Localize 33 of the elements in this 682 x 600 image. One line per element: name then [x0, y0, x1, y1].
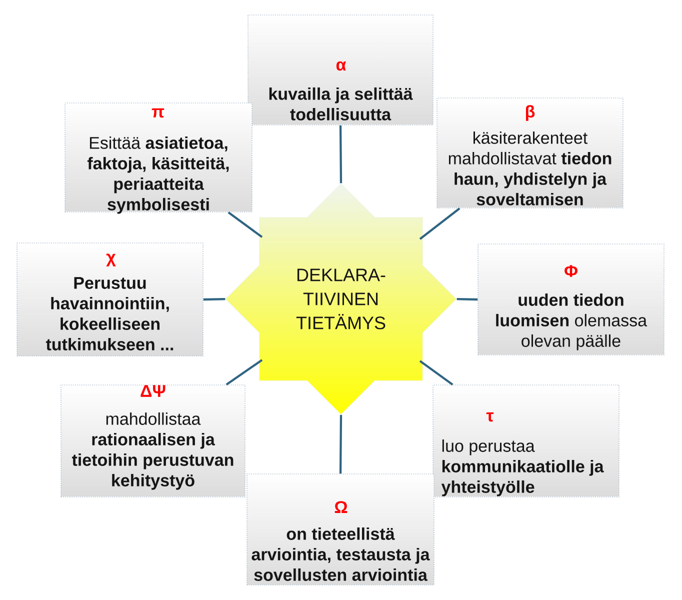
info-card	[248, 14, 434, 126]
connector-line	[228, 212, 263, 238]
description-text: uuden tiedon luomisen olemassa olevan päälle	[496, 293, 648, 350]
info-card	[64, 102, 252, 214]
description-text: Esittää asiatietoa, faktoja, käsitteitä, periaatteita symbolisesti	[87, 136, 229, 214]
greek-letter: ΔΨ	[140, 385, 166, 397]
description-text: on tieteellistä arviointia, testausta ja sovellusten arviointia	[252, 527, 430, 581]
info-card	[16, 242, 204, 356]
description-text: kuvailla ja selittää todellisuutta	[269, 87, 413, 120]
info-card	[246, 474, 434, 586]
description-text: Perustuu havainnointiin, kokeelliseen tutkimukseen ...	[46, 277, 174, 350]
star-label: DEKLARA- TIIVINEN TIETÄMYS	[296, 268, 386, 330]
greek-letter: Φ	[564, 265, 578, 277]
connector-line	[456, 298, 478, 301]
greek-letter: Ω	[334, 501, 348, 513]
info-card	[432, 384, 620, 498]
description-text: käsiterakenteet mahdollistavat tiedon haun, yhdistelyn ja soveltamisen	[448, 131, 612, 206]
connector-line	[226, 359, 263, 386]
greek-letter: π	[152, 108, 164, 118]
connector-line	[203, 298, 226, 301]
description-text: luo perustaa kommunikaatiolle ja yhteistyölle	[441, 439, 604, 496]
greek-letter: α	[336, 61, 346, 71]
greek-letter: β	[526, 105, 535, 121]
connector-line	[339, 414, 342, 474]
connector-line	[419, 208, 460, 240]
connector-line	[339, 125, 342, 184]
greek-letter: χ	[106, 254, 116, 266]
info-card	[436, 98, 624, 208]
connector-line	[419, 360, 454, 386]
info-card	[60, 384, 246, 498]
info-card	[478, 244, 664, 356]
greek-letter: τ	[486, 412, 494, 422]
description-text: mahdollistaa rationaalisen ja tietoihin perustuvan kehitystyö	[72, 412, 234, 490]
